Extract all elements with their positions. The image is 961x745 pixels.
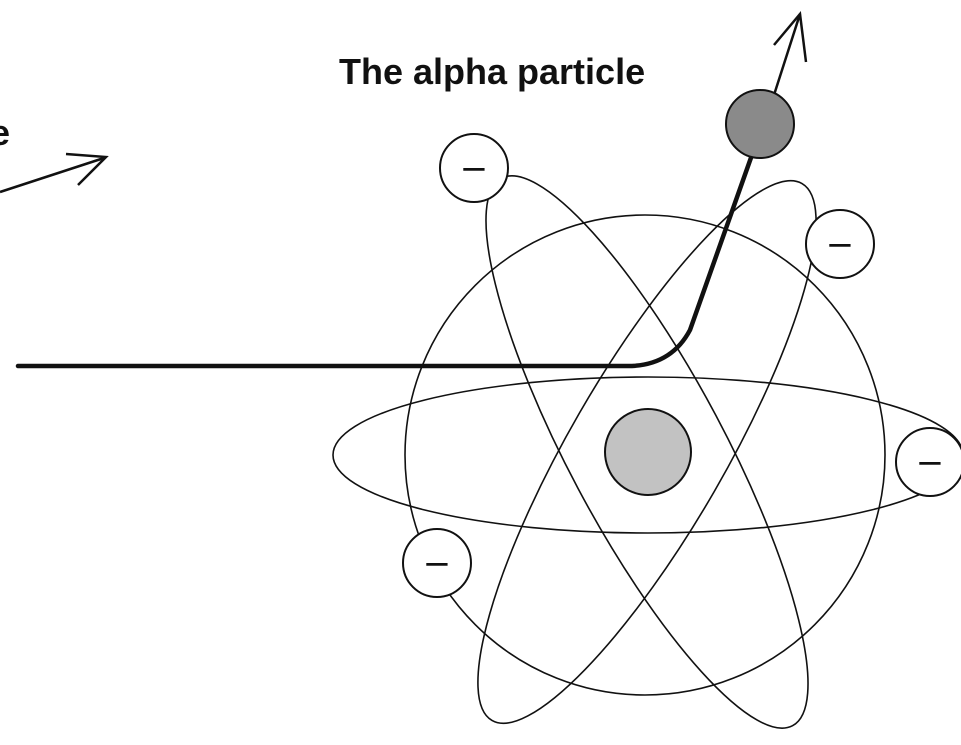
left-edge-text-fragment: e — [0, 112, 10, 153]
electron-top-left: − — [439, 133, 509, 203]
electron-minus-sign: − — [460, 149, 489, 189]
alpha-particle-label: The alpha particle — [339, 51, 645, 92]
electron-minus-sign: − — [423, 544, 452, 584]
orbit-horizontal — [332, 376, 961, 534]
alpha-exit-arrow — [772, 10, 808, 96]
electron-minus-sign: − — [826, 225, 855, 265]
electron-top-right: − — [805, 209, 875, 279]
nucleus — [604, 408, 692, 496]
electron-minus-sign: − — [916, 443, 945, 483]
orbit-tilted-right — [477, 179, 817, 725]
electron-right: − — [895, 427, 961, 497]
electron-bottom-left: − — [402, 528, 472, 598]
left-edge-arrow — [0, 152, 109, 194]
atom-boundary-circle — [404, 214, 886, 696]
alpha-particle — [725, 89, 795, 159]
alpha-particle-path — [15, 149, 756, 369]
